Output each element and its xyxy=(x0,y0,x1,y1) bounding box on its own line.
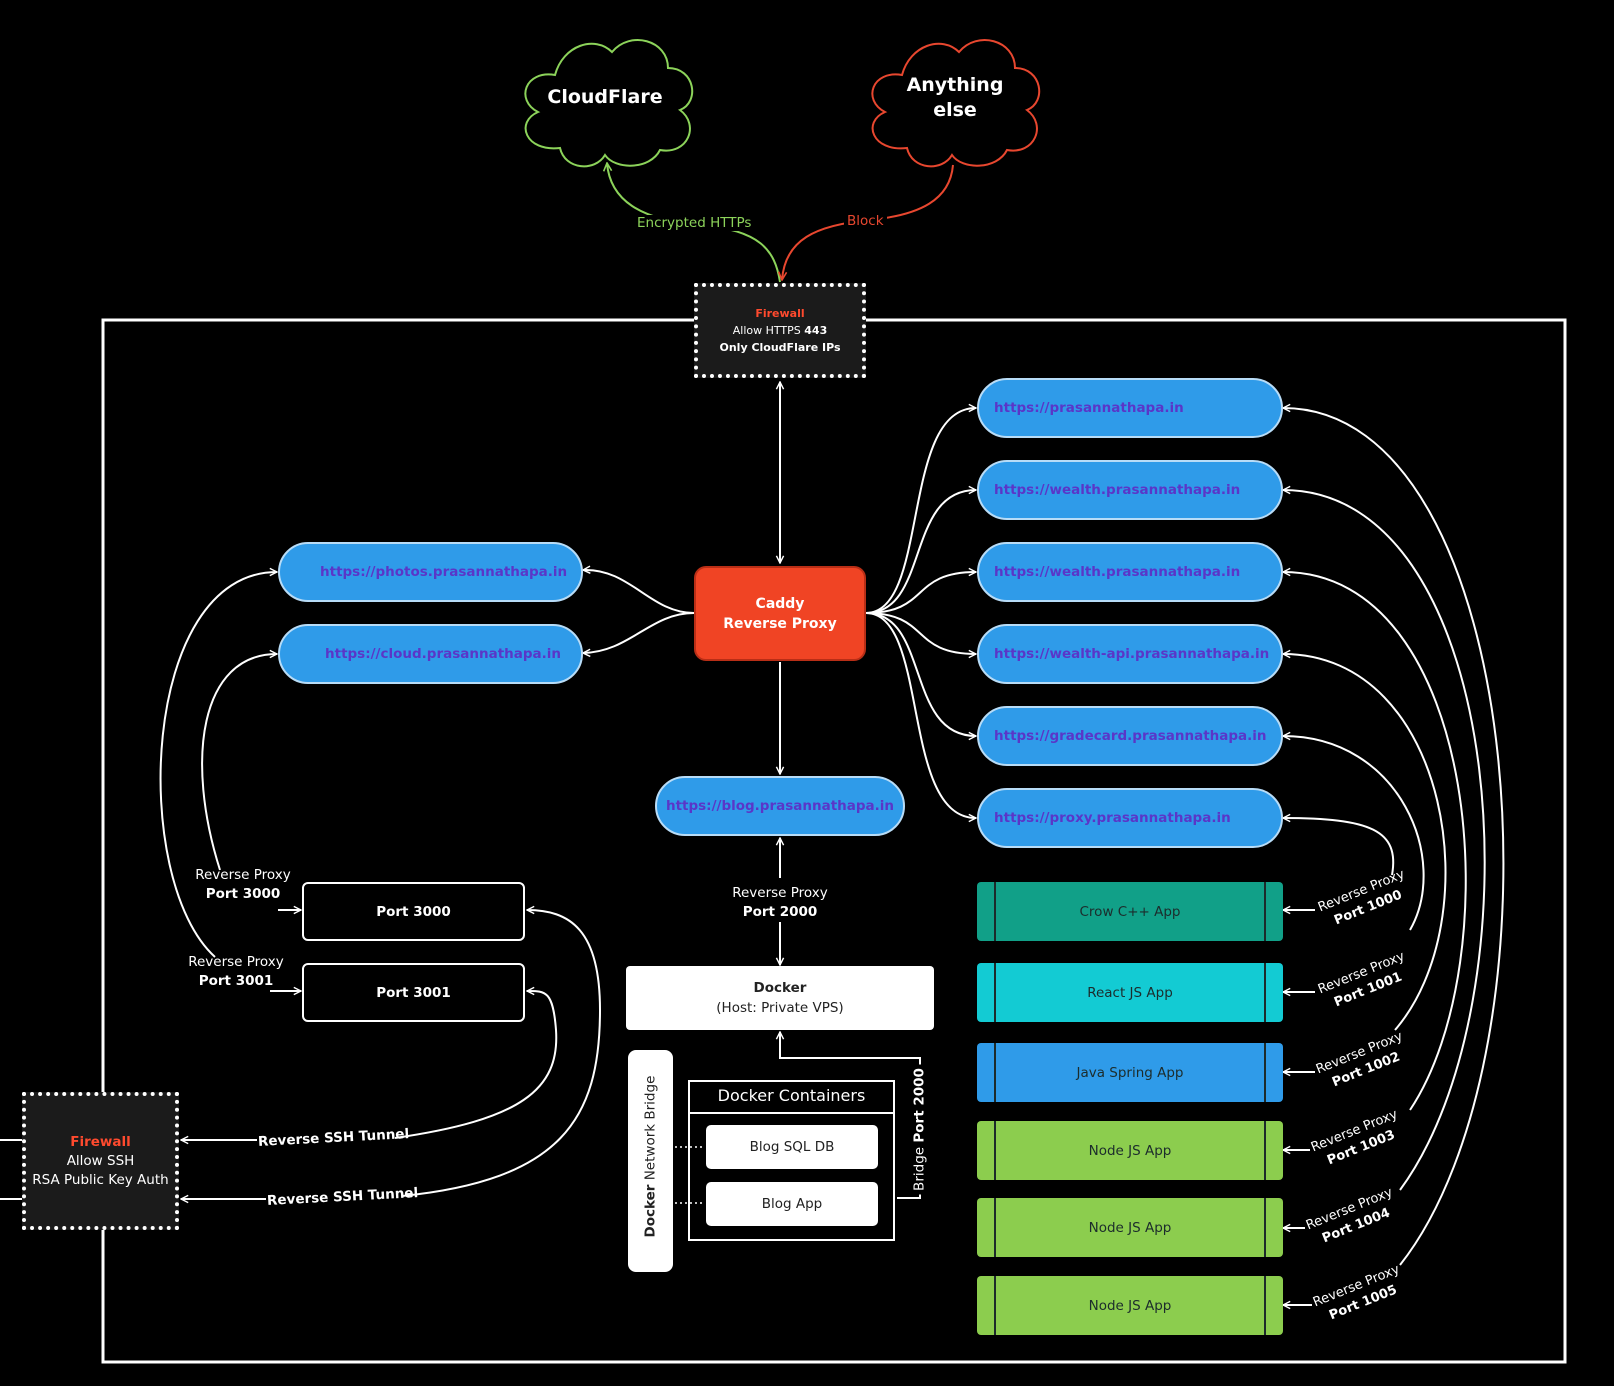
container-blog-app[interactable]: Blog App xyxy=(706,1182,878,1226)
docker-containers-group: Docker Containers xyxy=(688,1080,895,1241)
firewall-bottom-line1: Allow SSH xyxy=(66,1152,135,1169)
port-3000-box: Port 3000 xyxy=(302,882,525,941)
docker-containers-title: Docker Containers xyxy=(690,1082,893,1114)
domain-pill-root[interactable]: https://prasannathapa.in xyxy=(977,378,1283,438)
docker-network-bridge-label: Docker Network Bridge xyxy=(642,1075,659,1238)
docker-host-title: Docker xyxy=(753,980,807,996)
port-3001-proxy-line2: Port 3001 xyxy=(198,973,274,989)
domain-pill-gradecard[interactable]: https://gradecard.prasannathapa.in xyxy=(977,706,1283,766)
container-blog-sql-db[interactable]: Blog SQL DB xyxy=(706,1125,878,1169)
anything-else-line2: else xyxy=(933,99,977,121)
domain-pill-photos[interactable]: https://photos.prasannathapa.in xyxy=(278,542,583,602)
bridge-port-label: Bridge Port 2000 xyxy=(910,1064,930,1195)
docker-network-bridge: Docker Network Bridge xyxy=(628,1050,673,1272)
domain-pill-wealth[interactable]: https://wealth.prasannathapa.in xyxy=(977,460,1283,520)
domain-pill-wealth-2[interactable]: https://wealth.prasannathapa.in xyxy=(977,542,1283,602)
docker-host-subtitle: (Host: Private VPS) xyxy=(716,1000,844,1016)
port-3001-proxy-label: Reverse Proxy Port 3001 xyxy=(176,953,296,991)
app-node-js-1[interactable]: Node JS App xyxy=(977,1121,1283,1180)
anything-else-label: Anything else xyxy=(890,73,1020,123)
anything-else-cloud-icon xyxy=(871,39,1041,168)
anything-else-line1: Anything xyxy=(906,74,1004,96)
firewall-bottom: Firewall Allow SSH RSA Public Key Auth xyxy=(22,1092,179,1230)
blog-proxy-line2: Port 2000 xyxy=(742,904,818,920)
app-node-js-3[interactable]: Node JS App xyxy=(977,1276,1283,1335)
domain-pill-blog[interactable]: https://blog.prasannathapa.in xyxy=(655,776,905,836)
port-3000-proxy-label: Reverse Proxy Port 3000 xyxy=(183,866,303,904)
port-3000-proxy-line1: Reverse Proxy xyxy=(195,867,291,883)
docker-host: Docker (Host: Private VPS) xyxy=(626,966,934,1030)
domain-pill-cloud[interactable]: https://cloud.prasannathapa.in xyxy=(278,624,583,684)
blog-proxy-line1: Reverse Proxy xyxy=(732,885,828,901)
firewall-bottom-line2: RSA Public Key Auth xyxy=(32,1171,169,1188)
caddy-line1: Caddy xyxy=(755,595,805,612)
caddy-reverse-proxy: Caddy Reverse Proxy xyxy=(694,566,866,661)
block-label: Block xyxy=(844,213,887,229)
app-crow-cpp[interactable]: Crow C++ App xyxy=(977,882,1283,941)
app-java-spring[interactable]: Java Spring App xyxy=(977,1043,1283,1102)
port-3000-proxy-line2: Port 3000 xyxy=(205,886,281,902)
firewall-bottom-title: Firewall xyxy=(70,1133,131,1150)
firewall-top-title: Firewall xyxy=(755,307,805,320)
firewall-top: Firewall Allow HTTPS 443 Only CloudFlare… xyxy=(694,283,866,378)
caddy-line2: Reverse Proxy xyxy=(723,615,837,632)
port-3001-proxy-line1: Reverse Proxy xyxy=(188,954,284,970)
cloudflare-label: CloudFlare xyxy=(547,86,663,108)
firewall-top-line1: Allow HTTPS 443 xyxy=(732,324,828,337)
cloudflare-cloud-icon xyxy=(524,39,694,168)
blog-proxy-label: Reverse Proxy Port 2000 xyxy=(720,884,840,922)
port-3001-box: Port 3001 xyxy=(302,963,525,1022)
encrypted-https-label: Encrypted HTTPs xyxy=(634,215,755,231)
app-react-js[interactable]: React JS App xyxy=(977,963,1283,1022)
firewall-top-line2: Only CloudFlare IPs xyxy=(719,341,841,354)
domain-pill-proxy[interactable]: https://proxy.prasannathapa.in xyxy=(977,788,1283,848)
app-node-js-2[interactable]: Node JS App xyxy=(977,1198,1283,1257)
domain-pill-wealth-api[interactable]: https://wealth-api.prasannathapa.in xyxy=(977,624,1283,684)
